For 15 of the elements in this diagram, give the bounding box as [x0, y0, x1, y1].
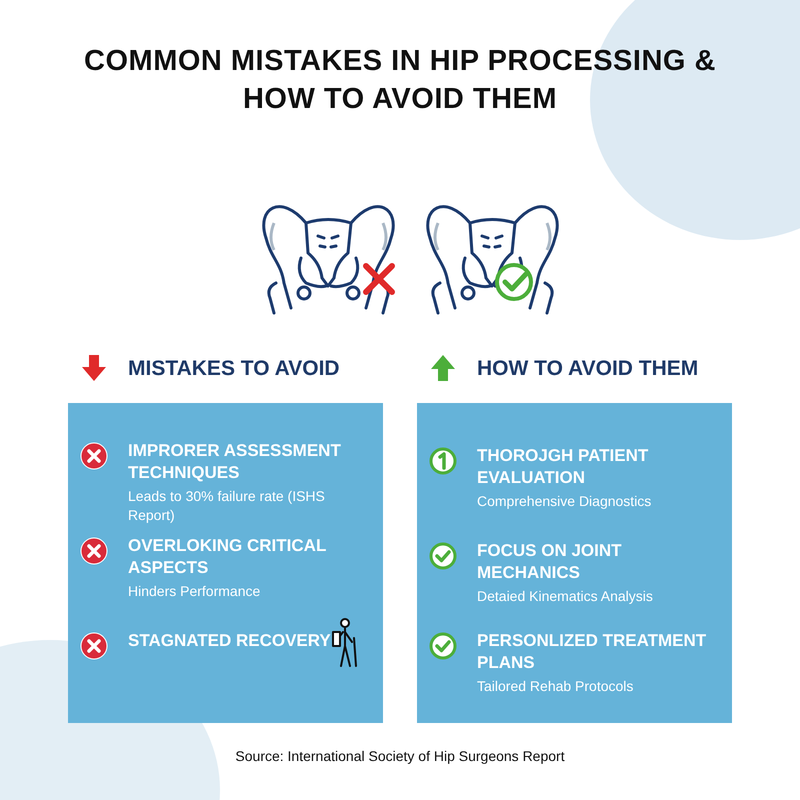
item-description: Comprehensive Diagnostics	[477, 492, 652, 511]
section-heading: HOW TO AVOID THEM	[477, 357, 698, 381]
item-description: Hinders Performance	[128, 582, 262, 601]
item-heading: STAGNATED RECOVERY	[128, 630, 332, 652]
source-caption: Source: International Society of Hip Surgeons Report	[234, 748, 566, 764]
item-description: Detaied Kinematics Analysis	[477, 587, 654, 606]
item-description: Leads to 30% failure rate (ISHS Report)	[128, 487, 326, 525]
item-heading: OVERLOKING CRITICAL ASPECTS	[128, 535, 328, 579]
item-description: Tailored Rehab Protocols	[477, 677, 634, 696]
item-heading: PERSONLIZED TREATMENT PLANS	[477, 630, 708, 674]
item-heading: IMPRORER ASSESSMENT TECHNIQUES	[128, 440, 342, 484]
item-heading: THOROJGH PATIENT EVALUATION	[477, 445, 650, 489]
title: COMMON MISTAKES IN HIP PROCESSING & HOW TO AVOID THEM	[83, 44, 717, 117]
section-heading: MISTAKES TO AVOID	[128, 357, 340, 381]
item-heading: FOCUS ON JOINT MECHANICS	[477, 540, 623, 584]
